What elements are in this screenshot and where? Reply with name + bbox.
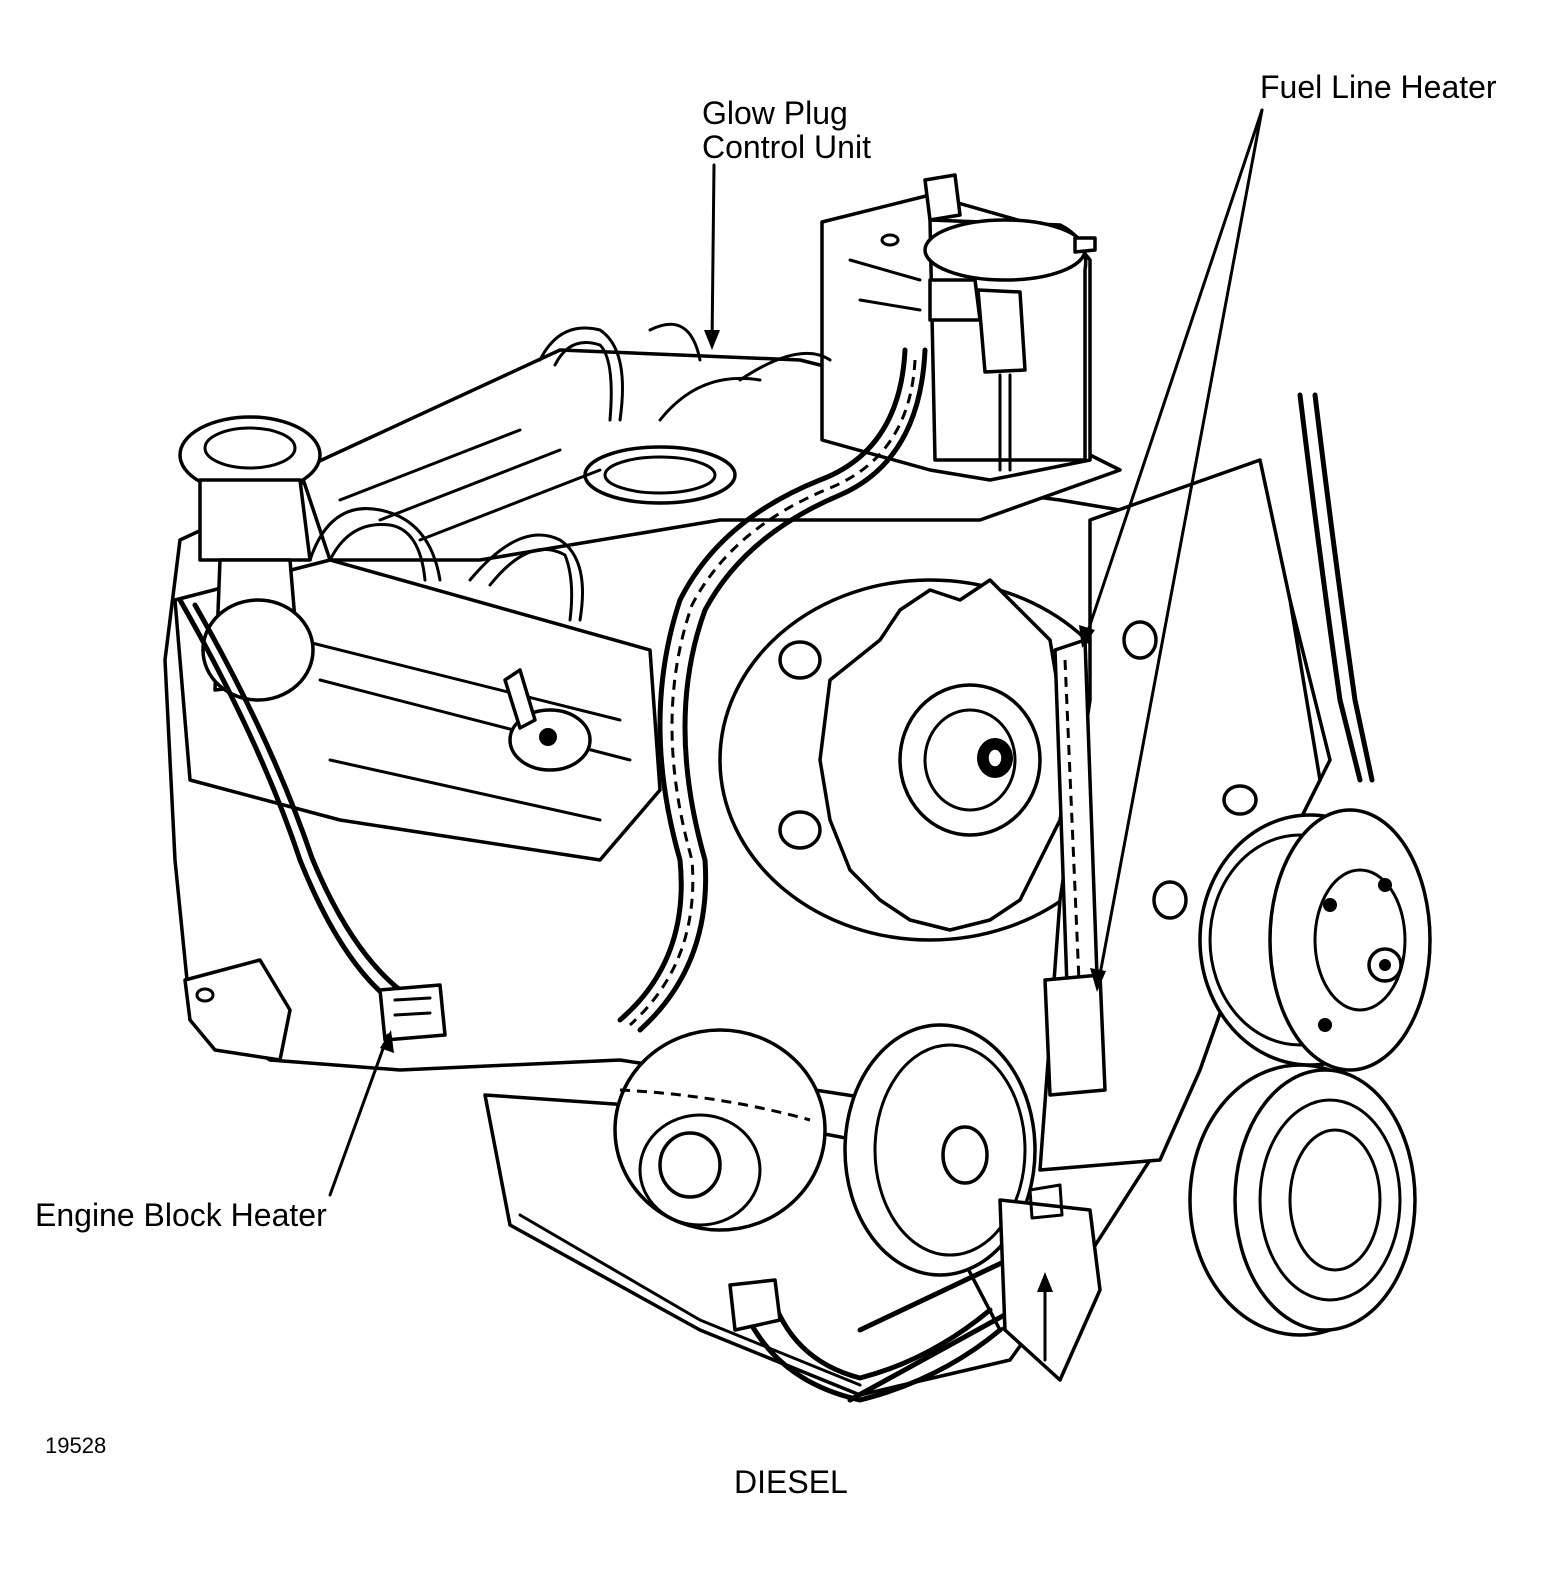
crankshaft-pulley <box>1188 1063 1417 1337</box>
engine-block-heater-label: Engine Block Heater <box>35 1197 327 1233</box>
leader-engine-block-heater <box>328 1030 394 1197</box>
glow-plug-label-line2: Control Unit <box>702 129 871 165</box>
fuel-line-heater-label: Fuel Line Heater <box>1260 69 1497 105</box>
glow-plug-label-line1: Glow Plug <box>702 95 848 131</box>
power-steering-pulley <box>843 1023 1037 1277</box>
right-dipstick <box>1297 392 1375 783</box>
injection-lines <box>308 322 832 622</box>
leader-fuel-line-heater-1 <box>1079 108 1264 648</box>
leader-glow-plug <box>704 163 720 350</box>
fuel-line-heater-element <box>1043 638 1107 1097</box>
figure-number: 19528 <box>45 1433 107 1458</box>
fuel-filter-housing <box>820 173 1097 482</box>
leader-fuel-line-heater-2 <box>1090 108 1264 992</box>
diagram-caption: DIESEL <box>734 1464 848 1500</box>
water-pump-pulley <box>1198 808 1432 1072</box>
dipstick-tube <box>177 597 403 1003</box>
vacuum-pump-pulley <box>613 1028 827 1232</box>
wiring-loom <box>617 347 928 1033</box>
block-heater-element <box>183 958 447 1062</box>
leader-lower-arrow <box>1037 1272 1053 1362</box>
